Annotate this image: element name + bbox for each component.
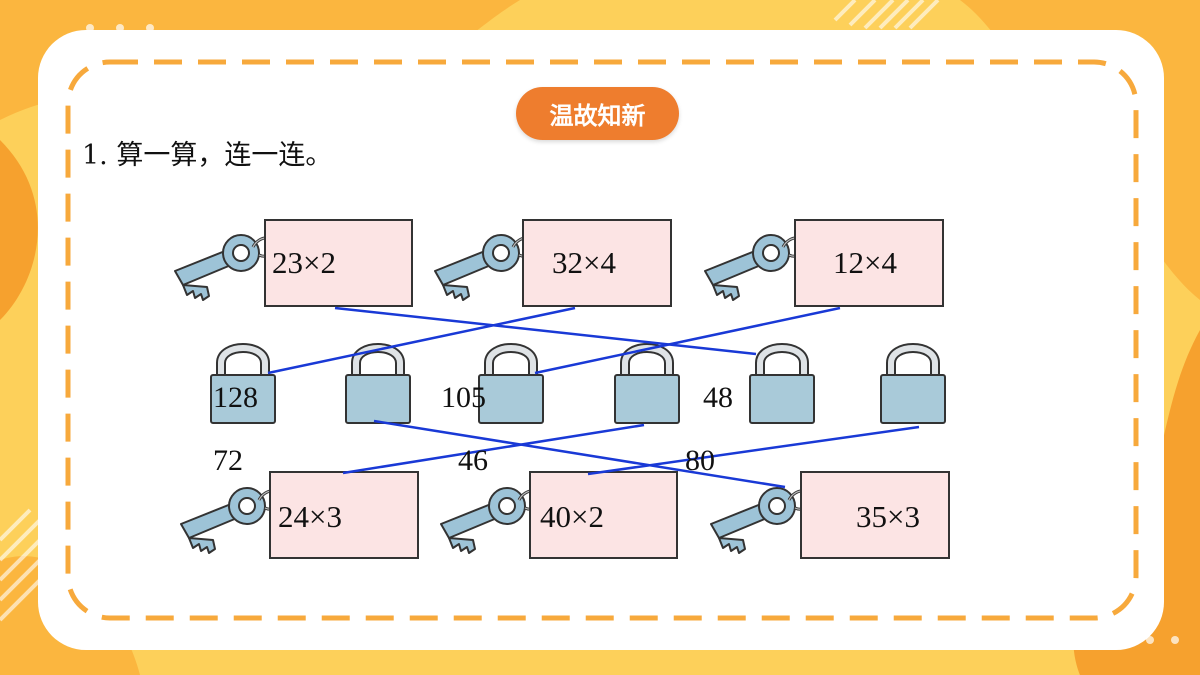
expression-card [522,219,672,307]
connection-line [587,425,920,476]
key-icon [703,233,809,302]
key-icon [439,486,545,555]
lock-icon [615,348,679,423]
connection-line [342,423,645,475]
expression-label: 32×4 [552,245,616,280]
expression-card [529,471,678,559]
expression-card [794,219,944,307]
lock-value: 48 [703,381,733,414]
expression-label: 12×4 [833,245,897,280]
expression-card [800,471,950,559]
lock-value: 80 [685,444,715,477]
expression-label: 24×3 [278,499,342,534]
expression-card [264,219,413,307]
key-icon [709,486,815,555]
lock-icon [479,348,543,423]
lock-icon [750,348,814,423]
connection-line [334,306,757,356]
expression-label: 23×2 [272,245,336,280]
lock-icon [881,348,945,423]
key-icon [179,486,285,555]
lock-value: 105 [441,381,486,414]
lock-value: 46 [458,444,488,477]
key-icon [433,233,539,302]
connection-line [534,306,841,375]
connection-lines [267,306,920,489]
expression-label: 40×2 [540,499,604,534]
section-badge: 温故知新 [516,87,679,140]
expression-card [269,471,419,559]
expression-label: 35×3 [856,499,920,534]
question-text: 1. 算一算，连一连。 [82,140,333,171]
lock-icon [346,348,410,423]
key-icon [173,233,279,302]
connection-line [373,419,786,489]
connection-line [267,306,576,375]
lock-value: 128 [213,381,258,414]
lock-value: 72 [213,444,243,477]
